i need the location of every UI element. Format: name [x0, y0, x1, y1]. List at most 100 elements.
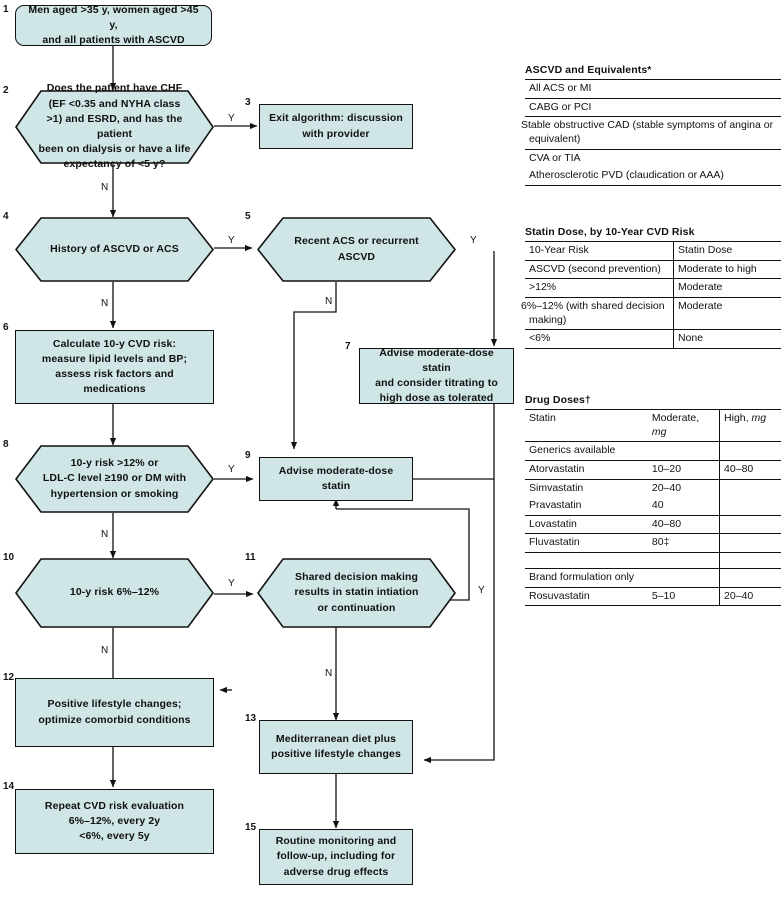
node-2-label: Does the patient have CHF (EF <0.35 and … — [38, 82, 191, 171]
table-statin-dose: Statin Dose, by 10-Year CVD Risk 10-Year… — [521, 226, 781, 349]
branch-label-2-no: N — [101, 182, 109, 193]
node-2-chf-esrd-decision[interactable]: Does the patient have CHF (EF <0.35 and … — [15, 82, 214, 170]
drug-high-1: 40–80 — [719, 460, 781, 480]
node-number-15: 15 — [245, 822, 257, 833]
statin-dose-risk-3: <6% — [525, 329, 674, 349]
table-ascvd-equivalents: ASCVD and Equivalents* All ACS or MI CAB… — [521, 64, 781, 186]
node-number-11: 11 — [245, 552, 256, 563]
node-8-high-risk-decision[interactable]: 10-y risk >12% or LDL-C level ≥190 or DM… — [15, 445, 214, 513]
table-drug-doses-grid: Statin Moderate, mg High, mg Generics av… — [525, 408, 781, 607]
branch-label-4-no: N — [101, 298, 109, 309]
node-number-1: 1 — [3, 4, 9, 15]
table-row: >12% Moderate — [525, 278, 781, 298]
branch-label-2-yes: Y — [228, 113, 235, 124]
node-5-label: Recent ACS or recurrent ASCVD — [294, 235, 419, 263]
drug-moderate-0 — [647, 441, 720, 461]
node-5-recent-acs-decision[interactable]: Recent ACS or recurrent ASCVD — [257, 217, 456, 282]
table-row: Pravastatin 40 — [525, 497, 781, 516]
edge-5-no-to-9 — [290, 282, 337, 450]
ascvd-row-3: CVA or TIA — [529, 151, 581, 164]
drug-moderate-5: 80‡ — [647, 533, 720, 554]
statin-dose-dose-3: None — [672, 329, 781, 349]
drug-statin-1: Atorvastatin — [525, 460, 648, 480]
drug-moderate-8: 5–10 — [647, 587, 720, 607]
drug-high-6 — [719, 552, 781, 570]
node-number-5: 5 — [245, 211, 251, 222]
drug-statin-7: Brand formulation only — [525, 568, 648, 588]
table-row: Simvastatin 20–40 — [525, 479, 781, 498]
drug-moderate-1: 10–20 — [647, 460, 720, 480]
drug-moderate-7 — [647, 568, 720, 588]
branch-label-11-yes: Y — [478, 585, 485, 596]
node-number-8: 8 — [3, 439, 9, 450]
node-10-label: 10-y risk 6%–12% — [69, 586, 160, 599]
drug-statin-8: Rosuvastatin — [525, 587, 648, 607]
node-13-mediterranean-diet[interactable]: Mediterranean diet plus positive lifesty… — [259, 720, 413, 774]
node-11-label: Shared decision making results in statin… — [294, 571, 419, 614]
table-header-row: Statin Moderate, mg High, mg — [525, 408, 781, 443]
table-row: CVA or TIA — [525, 149, 781, 167]
table-header-row: 10-Year Risk Statin Dose — [525, 241, 781, 261]
statin-dose-dose-0: Moderate to high — [672, 260, 781, 280]
node-number-3: 3 — [245, 97, 251, 108]
drug-high-0 — [719, 441, 781, 461]
node-1-population[interactable]: Men aged >35 y, women aged >45 y, and al… — [15, 4, 212, 46]
node-number-7: 7 — [345, 341, 351, 352]
node-number-12: 12 — [3, 672, 15, 683]
node-number-4: 4 — [3, 211, 9, 222]
table-row: 6%–12% (with shared decision making) Mod… — [521, 297, 781, 331]
drug-high-3 — [719, 497, 781, 516]
node-14-repeat-risk-evaluation[interactable]: Repeat CVD risk evaluation 6%–12%, every… — [15, 789, 214, 854]
node-4-label: History of ASCVD or ACS — [50, 242, 179, 255]
node-12-lifestyle-changes[interactable]: Positive lifestyle changes; optimize com… — [15, 678, 214, 747]
drug-statin-0: Generics available — [525, 441, 648, 461]
drug-statin-2: Simvastatin — [529, 481, 584, 494]
table-row: Atorvastatin 10–20 40–80 — [525, 460, 781, 480]
node-6-calculate-risk[interactable]: Calculate 10-y CVD risk: measure lipid l… — [15, 330, 214, 404]
node-number-9: 9 — [245, 450, 251, 461]
node-number-13: 13 — [245, 713, 257, 724]
node-10-intermediate-risk-decision[interactable]: 10-y risk 6%–12% — [15, 558, 214, 628]
statin-dose-dose-1: Moderate — [672, 278, 781, 298]
branch-label-10-yes: Y — [228, 578, 235, 589]
node-11-shared-decision[interactable]: Shared decision making results in statin… — [257, 558, 456, 628]
branch-label-11-no: N — [325, 668, 333, 679]
branch-label-5-no: N — [325, 296, 333, 307]
statin-dose-risk-1: >12% — [525, 278, 674, 298]
ascvd-row-0: All ACS or MI — [525, 79, 781, 99]
table-row: Atherosclerotic PVD (claudication or AAA… — [525, 167, 781, 186]
branch-label-4-yes: Y — [228, 235, 235, 246]
node-15-routine-monitoring[interactable]: Routine monitoring and follow-up, includ… — [259, 829, 413, 885]
table-row: <6% None — [525, 329, 781, 349]
ascvd-row-1: CABG or PCI — [525, 98, 781, 118]
table-statin-dose-title: Statin Dose, by 10-Year CVD Risk — [525, 226, 695, 238]
node-number-14: 14 — [3, 781, 15, 792]
node-9-advise-moderate-statin[interactable]: Advise moderate-dose statin — [259, 457, 413, 501]
drug-moderate-2: 20–40 — [651, 481, 682, 494]
drug-high-2 — [719, 479, 781, 498]
drug-high-4 — [719, 515, 781, 535]
node-number-6: 6 — [3, 322, 9, 333]
branch-label-8-no: N — [101, 529, 109, 540]
node-3-exit-algorithm[interactable]: Exit algorithm: discussion with provider — [259, 104, 413, 149]
table-row: Fluvastatin 80‡ — [525, 533, 781, 554]
drug-header-1: Moderate, mg — [647, 408, 720, 443]
statin-dose-risk-0: ASCVD (second prevention) — [525, 260, 674, 280]
table-ascvd-title: ASCVD and Equivalents* — [525, 64, 652, 76]
branch-label-5-yes: Y — [470, 235, 477, 246]
drug-statin-4: Lovastatin — [525, 515, 648, 535]
node-4-history-ascvd-decision[interactable]: History of ASCVD or ACS — [15, 217, 214, 282]
drug-moderate-4: 40–80 — [647, 515, 720, 535]
table-statin-dose-grid: 10-Year Risk Statin Dose ASCVD (second p… — [521, 241, 781, 349]
branch-label-8-yes: Y — [228, 464, 235, 475]
ascvd-row-4: Atherosclerotic PVD (claudication or AAA… — [525, 167, 781, 186]
drug-header-2: High, mg — [719, 408, 781, 443]
table-row: Rosuvastatin 5–10 20–40 — [525, 587, 781, 607]
table-row: Generics available — [525, 441, 781, 461]
node-number-2: 2 — [3, 85, 9, 96]
statin-dose-header-0: 10-Year Risk — [525, 241, 674, 261]
table-row: Stable obstructive CAD (stable symptoms … — [521, 116, 781, 150]
table-drug-doses: Drug Doses† Statin Moderate, mg High, mg… — [525, 394, 781, 607]
table-row: Brand formulation only — [525, 568, 781, 588]
node-7-advise-moderate-titrate[interactable]: Advise moderate-dose statin and consider… — [359, 347, 514, 404]
